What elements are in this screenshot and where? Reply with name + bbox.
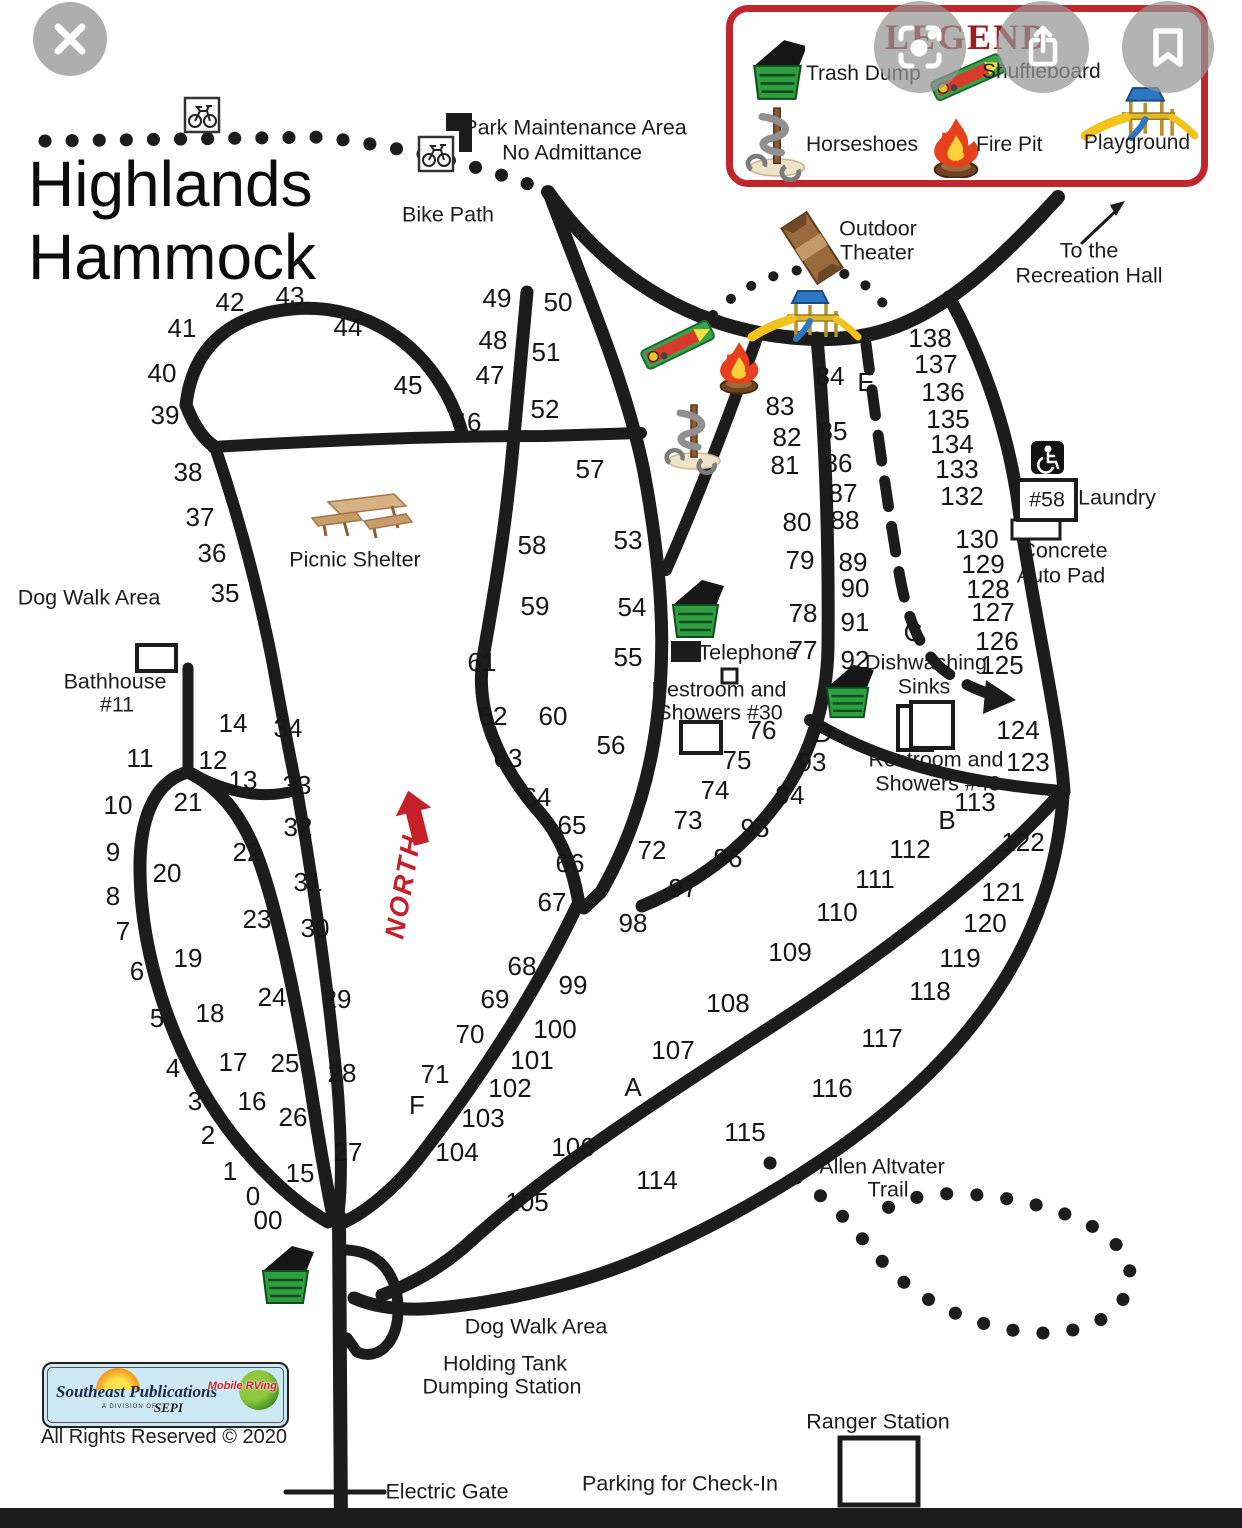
- ranger-station-building: [837, 1435, 921, 1508]
- trash-dump-icon: [825, 663, 875, 719]
- park-maintenance-flag-icon: [446, 113, 472, 152]
- share-icon: [1028, 25, 1058, 67]
- small-building: [720, 667, 739, 685]
- handicap-accessible-icon: [1031, 441, 1064, 474]
- trash-dump-icon: [671, 578, 726, 639]
- laundry-58-building: [1016, 478, 1078, 522]
- bookmark-button[interactable]: [1122, 1, 1214, 93]
- lens-icon: [898, 25, 942, 69]
- legend-label-playground: Playground: [1083, 131, 1191, 154]
- horseshoes-icon: [741, 100, 813, 182]
- restroom-30-building: [679, 720, 723, 755]
- publisher-name: Southeast Publications: [56, 1382, 218, 1401]
- publisher-division: A DIVISION OF: [102, 1404, 157, 1410]
- globe-graphic: [239, 1370, 279, 1410]
- publisher-logo: Southeast Publications A DIVISION OF SEP…: [42, 1362, 289, 1428]
- bike-path-dotted: [38, 130, 552, 197]
- telephone-icon: [671, 641, 701, 662]
- shuffleboard-icon: [639, 318, 717, 371]
- trash-dump-icon: [261, 1244, 316, 1305]
- close-icon: [54, 23, 86, 55]
- north-arrow-icon: [391, 787, 438, 849]
- allen-altvater-trail-dotted: [763, 1156, 1137, 1340]
- legend-label-fire-pit: Fire Pit: [976, 133, 1043, 156]
- sun-graphic: [96, 1368, 140, 1390]
- trash-dump-icon: [752, 38, 805, 101]
- recreation-hall-arrow: [1110, 201, 1125, 216]
- bookmark-icon: [1153, 28, 1183, 67]
- bathhouse-11-building: [135, 643, 178, 673]
- map-title: Highlands Hammock: [28, 148, 316, 294]
- road-network: [38, 130, 1137, 1528]
- bike-path-icon: [417, 135, 455, 173]
- legend-label-horseshoes: Horseshoes: [806, 133, 919, 156]
- share-button[interactable]: [997, 1, 1089, 93]
- main-park-road: [0, 1508, 1242, 1528]
- concrete-auto-pad: [1010, 518, 1062, 541]
- restroom-43-building-b: [909, 700, 955, 750]
- bike-path-icon: [183, 96, 221, 134]
- publisher-sepi: SEPI: [154, 1400, 183, 1415]
- north-label: NORTH: [379, 832, 427, 941]
- map-title-line2: Hammock: [28, 221, 317, 293]
- dashed-road-e-c: [860, 338, 999, 701]
- publisher-badge: Mobile RVing: [207, 1380, 277, 1392]
- horseshoes-icon: [667, 405, 720, 473]
- close-button[interactable]: [33, 2, 107, 76]
- map-title-line1: Highlands: [28, 148, 313, 220]
- picnic-table-icon: [310, 492, 414, 540]
- buildings: [135, 478, 1078, 1508]
- outdoor-theater-icon: [780, 210, 844, 286]
- lens-button[interactable]: [874, 1, 966, 93]
